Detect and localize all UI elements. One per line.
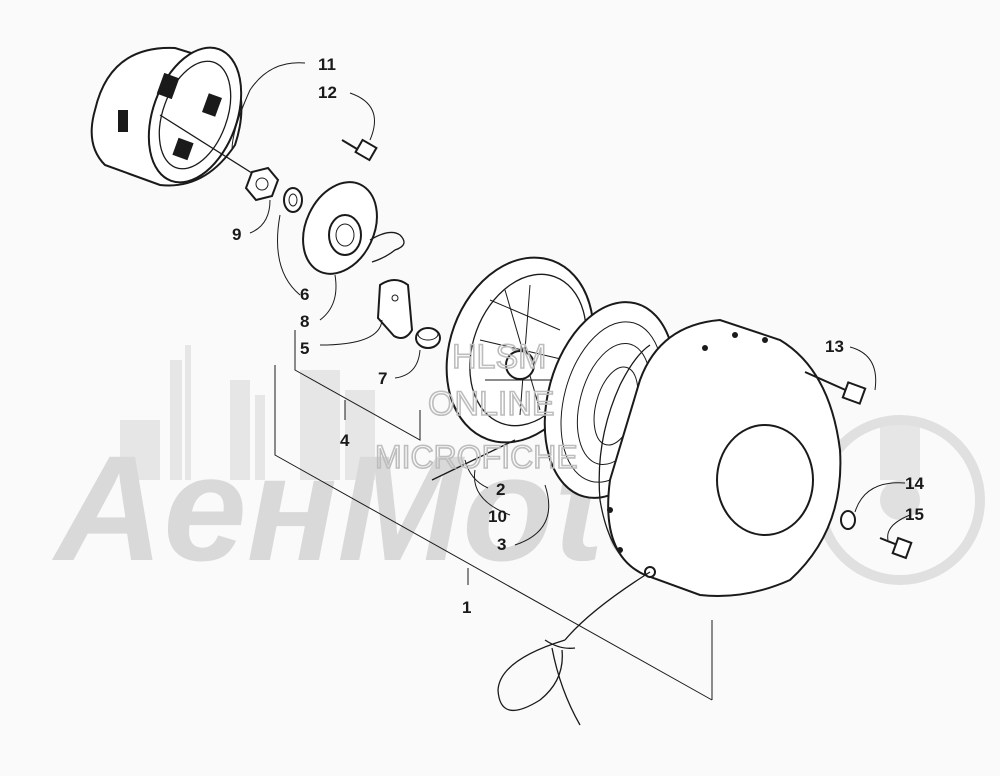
leader-lines xyxy=(231,62,911,546)
watermark-line3: MICROFICHE xyxy=(375,439,578,475)
callout-9: 9 xyxy=(232,225,241,244)
watermark-line2: ONLINE xyxy=(428,385,555,423)
pawl-spring xyxy=(415,327,441,349)
callout-6: 6 xyxy=(300,285,309,304)
callout-11: 11 xyxy=(318,55,336,74)
flange-bolt-12 xyxy=(341,138,378,162)
callout-7: 7 xyxy=(378,369,387,388)
callout-5: 5 xyxy=(300,339,309,358)
starter-cup xyxy=(90,46,256,187)
callout-1: 1 xyxy=(462,598,471,617)
ratchet-pawl xyxy=(376,279,414,339)
housing-bolt-13 xyxy=(804,371,867,405)
starter-rope xyxy=(497,571,651,726)
group-bracket-lines xyxy=(274,330,713,701)
watermark-hlsm: HLSM ONLINE MICROFICHE xyxy=(374,337,578,476)
callout-4: 4 xyxy=(340,431,350,450)
callout-8: 8 xyxy=(300,312,309,331)
callout-14: 14 xyxy=(905,474,924,493)
callout-12: 12 xyxy=(318,83,337,102)
callout-numbers: 11 12 9 6 8 5 7 4 13 14 15 2 10 3 1 xyxy=(232,55,924,617)
friction-plate xyxy=(302,181,405,275)
bolt-15 xyxy=(879,536,913,560)
callout-13: 13 xyxy=(825,337,844,356)
starter-housing xyxy=(598,318,842,597)
washer-14 xyxy=(840,510,856,530)
callout-2: 2 xyxy=(496,480,505,499)
callout-10: 10 xyxy=(488,507,507,526)
callout-3: 3 xyxy=(497,535,506,554)
callout-15: 15 xyxy=(905,505,924,524)
watermark-line1: HLSM xyxy=(452,338,546,376)
hex-nut xyxy=(244,166,280,202)
watermark-skyline xyxy=(120,345,920,480)
washer-6 xyxy=(283,187,303,213)
